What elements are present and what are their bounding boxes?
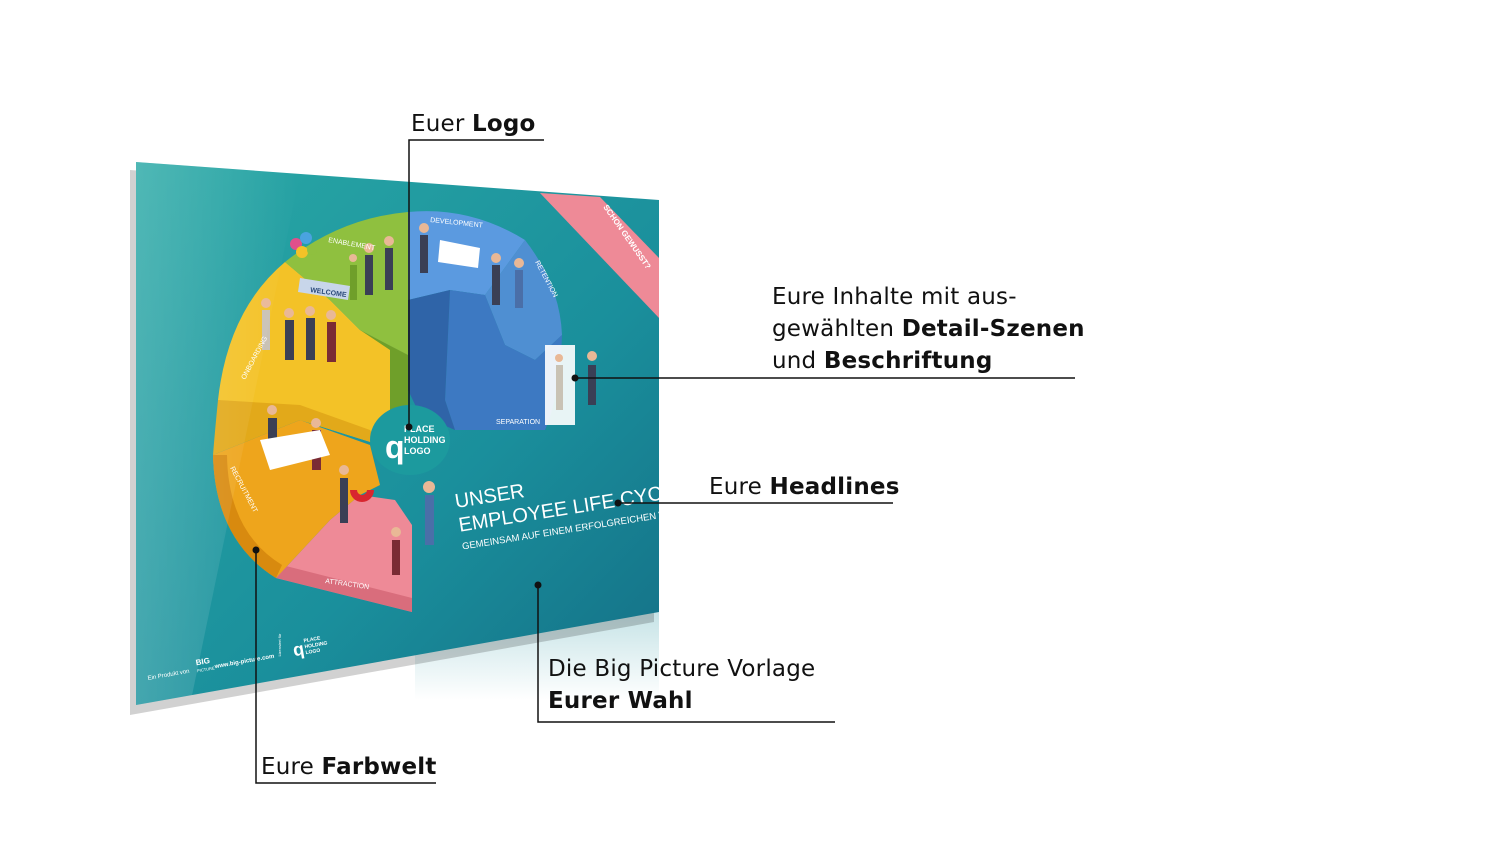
segment-recruitment — [213, 420, 380, 578]
callout-logo: Euer Logo — [411, 108, 536, 140]
callout-content-line3-bold: Beschriftung — [823, 348, 993, 374]
callout-headlines-normal: Eure — [709, 474, 770, 500]
leader-dots — [252, 374, 622, 589]
segment-separation — [445, 290, 562, 430]
balloon — [300, 232, 312, 244]
footer-logo-q-icon: q — [291, 639, 305, 661]
label-separation: SEPARATION — [496, 419, 540, 426]
callout-content-line1: Eure Inhalte mit aus- — [772, 284, 1017, 310]
callout-headlines: Eure Headlines — [709, 471, 900, 503]
footer-logo-line2: HOLDING — [304, 640, 328, 650]
balloon — [296, 246, 308, 258]
segment-enablement-side — [360, 330, 408, 420]
center-logo-disc — [370, 405, 450, 475]
footer-brand1: BIG — [195, 656, 211, 667]
desk-recruitment — [260, 430, 330, 470]
footer-brand2: PICTURE — [197, 665, 215, 673]
welcome-banner — [298, 278, 350, 300]
callout-content-line2: gewählten Detail-Szenen — [772, 313, 1085, 345]
footer-license: Lizensiert für — [277, 633, 282, 657]
magnet-icon — [350, 490, 374, 502]
poster-glare — [136, 162, 300, 705]
callout-headlines-bold: Headlines — [769, 474, 900, 500]
leader-lines — [255, 139, 1075, 784]
callout-logo-normal: Euer — [411, 111, 473, 137]
did-you-know-badge — [540, 193, 659, 318]
callout-colors-bold: Farbwelt — [321, 754, 437, 780]
callout-logo-bold: Logo — [472, 111, 536, 137]
segment-blue-side — [408, 290, 455, 430]
leader-logo — [408, 139, 544, 427]
desk-development — [438, 240, 480, 268]
callout-content-line2-bold: Detail-Szenen — [901, 316, 1085, 342]
callout-content-line3: und Beschriftung — [772, 345, 1085, 377]
footer-logo-line3: LOGO — [305, 648, 321, 656]
center-logo-line2: HOLDING — [404, 435, 446, 445]
footer-logo-line1: PLACE — [303, 635, 321, 644]
callout-template: Die Big Picture Vorlage Eurer Wahl — [548, 653, 815, 717]
leader-colors — [255, 550, 436, 784]
center-logo-q-icon: q — [385, 429, 405, 465]
center-logo-line1: PLACE — [404, 424, 435, 434]
balloon — [307, 245, 317, 255]
callout-colors: Eure Farbwelt — [261, 751, 437, 783]
callout-colors-normal: Eure — [261, 754, 322, 780]
callout-content-line3-normal: und — [772, 348, 824, 374]
callout-template-line2: Eurer Wahl — [548, 688, 693, 714]
callout-content-line2-normal: gewählten — [772, 316, 902, 342]
leader-template — [537, 585, 835, 723]
center-logo-line3: LOGO — [404, 446, 431, 456]
callout-content: Eure Inhalte mit aus- gewählten Detail-S… — [772, 281, 1085, 377]
segment-onboarding-side — [213, 400, 380, 455]
segment-retention — [485, 240, 562, 360]
callout-template-line1: Die Big Picture Vorlage — [548, 656, 816, 682]
segment-attraction-side — [276, 565, 412, 612]
